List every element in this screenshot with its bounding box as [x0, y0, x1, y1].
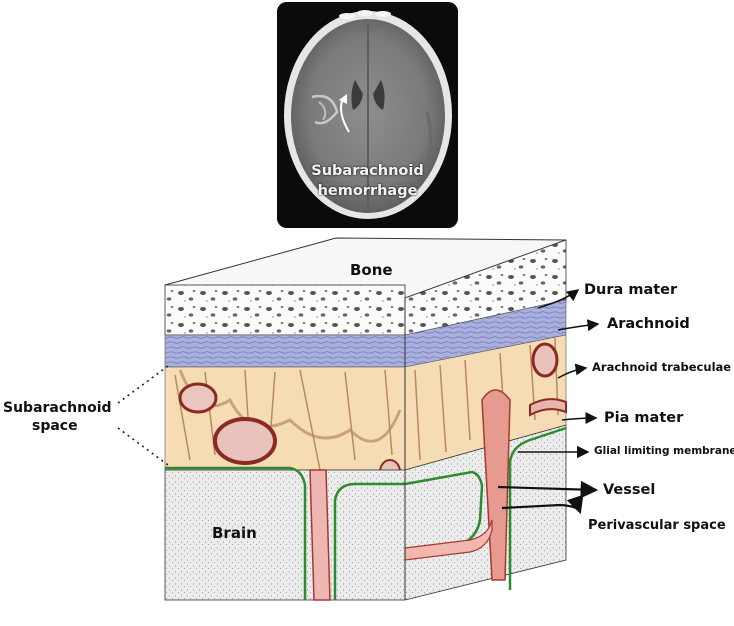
ct-scan-image: Subarachnoid hemorrhage	[277, 2, 458, 228]
subarachnoid-space-label-line2: space	[32, 418, 78, 434]
front-large-vessel-cross-section	[213, 417, 277, 465]
ct-caption-line1: Subarachnoid	[311, 163, 424, 179]
arachnoid-arrow	[557, 319, 600, 332]
arachnoid-label: Arachnoid	[607, 316, 690, 332]
front-brain-layer	[164, 469, 406, 601]
front-subarachnoid-layer	[164, 366, 406, 471]
dura-mater-arrow	[537, 289, 580, 309]
subarachnoid-pointer-upper	[117, 365, 169, 404]
brain-label: Brain	[212, 524, 257, 542]
bone-label: Bone	[350, 261, 393, 279]
subarachnoid-pointer-lower	[117, 427, 169, 466]
pia-mater-label: Pia mater	[604, 410, 684, 426]
front-vessel-cross-section	[178, 382, 218, 414]
arachnoid-trabeculae-arrow	[557, 363, 588, 379]
vessel-label: Vessel	[603, 482, 656, 498]
right-penetrating-vessel	[481, 389, 511, 581]
front-bone-layer	[164, 284, 406, 336]
perivascular-space-label: Perivascular space	[588, 518, 726, 533]
front-penetrating-vessel	[309, 469, 331, 601]
pia-mater-arrow	[561, 412, 598, 425]
perivascular-space-arrow	[501, 494, 584, 515]
ct-brain-axial-slice	[277, 2, 458, 228]
subarachnoid-space-label-line1: Subarachnoid	[3, 400, 112, 416]
dura-mater-label: Dura mater	[584, 282, 678, 298]
front-dura-layer	[164, 334, 406, 368]
ct-caption-line2: hemorrhage	[317, 183, 418, 199]
front-pia-green-line	[165, 466, 307, 600]
vessel-arrow	[497, 480, 599, 499]
glial-limiting-membrane-label: Glial limiting membrane	[594, 445, 734, 457]
arachnoid-trabeculae-label: Arachnoid trabeculae	[592, 360, 732, 374]
